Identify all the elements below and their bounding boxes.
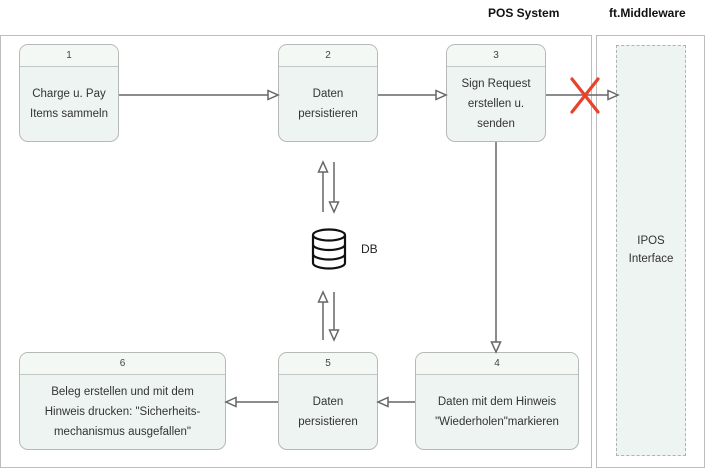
node-6: 6 Beleg erstellen und mit dem Hinweis dr…	[19, 352, 226, 450]
ipos-interface-label: IPOS Interface	[628, 235, 674, 265]
ipos-interface	[616, 45, 686, 456]
database-label: DB	[361, 242, 378, 256]
edge-1-to-2-arrowhead	[267, 89, 280, 101]
edge-2-to-3-arrowhead	[435, 89, 448, 101]
node-5-text: Daten persistieren	[298, 395, 358, 428]
node-3: 3 Sign Request erstellen u. senden	[446, 44, 546, 142]
node-1-number: 1	[20, 45, 118, 67]
edge-3-to-ipos-arrowhead	[607, 89, 620, 101]
node-6-text: Beleg erstellen und mit dem Hinweis druc…	[44, 385, 201, 438]
node-6-number: 6	[20, 353, 225, 375]
database-icon	[311, 228, 347, 270]
edge-4-to-5-arrowhead	[376, 396, 389, 408]
node-5-number: 5	[279, 353, 377, 375]
edge-3-to-4-arrowhead	[490, 341, 502, 354]
node-4-text: Daten mit dem Hinweis "Wiederholen"marki…	[435, 395, 559, 428]
connection-failed-icon	[570, 77, 600, 114]
node-4: 4 Daten mit dem Hinweis "Wiederholen"mar…	[415, 352, 579, 450]
edge-db-to-5-arrowhead	[328, 329, 340, 342]
edge-5-to-db-arrowhead	[317, 290, 329, 303]
node-2: 2 Daten persistieren	[278, 44, 378, 142]
node-5: 5 Daten persistieren	[278, 352, 378, 450]
edge-5-to-6-arrowhead	[224, 396, 237, 408]
node-3-text: Sign Request erstellen u. senden	[461, 77, 531, 130]
node-2-text: Daten persistieren	[298, 87, 358, 120]
node-2-number: 2	[279, 45, 377, 67]
node-3-number: 3	[447, 45, 545, 67]
node-1: 1 Charge u. Pay Items sammeln	[19, 44, 119, 142]
pos-system-header: POS System	[488, 6, 560, 20]
edge-2-to-db-arrowhead	[328, 201, 340, 214]
node-4-number: 4	[416, 353, 578, 375]
node-1-text: Charge u. Pay Items sammeln	[30, 87, 108, 120]
middleware-header: ft.Middleware	[609, 6, 686, 20]
edge-db-to-2-arrowhead	[317, 160, 329, 173]
